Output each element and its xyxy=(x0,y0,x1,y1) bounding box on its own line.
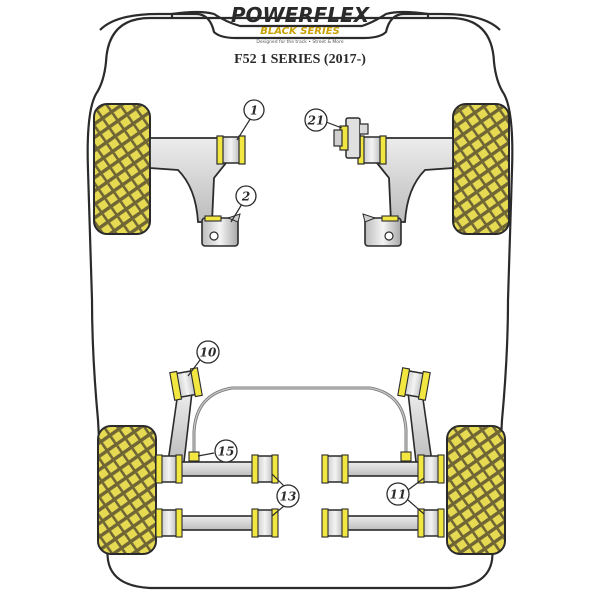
engine-mount xyxy=(333,117,369,159)
callout-11-label: 11 xyxy=(390,488,407,502)
callout-1: 1 xyxy=(236,99,265,141)
rear-right-lower-lateral-arm xyxy=(321,508,445,538)
car-front-notch xyxy=(99,12,501,40)
bush-front-right-rear xyxy=(362,213,402,247)
rear-left-upper-lateral-arm xyxy=(155,454,279,484)
brand-logo: POWERFLEX BLACK SERIES Designed for the … xyxy=(231,3,371,45)
bush-front-left-front xyxy=(216,135,246,165)
callout-11: 11 xyxy=(386,477,425,515)
brand-name: POWERFLEX xyxy=(231,3,371,27)
tyre-rear-right xyxy=(446,425,506,555)
rear-left-lower-lateral-arm xyxy=(155,508,279,538)
callout-13-label: 13 xyxy=(280,490,297,504)
bush-front-right-front xyxy=(357,135,387,165)
callout-1-label: 1 xyxy=(250,104,258,118)
front-right-wishbone xyxy=(357,135,454,247)
arb-link-bush-right xyxy=(400,451,412,462)
callout-15: 15 xyxy=(197,439,238,463)
rear-anti-roll-bar xyxy=(188,386,412,462)
callout-10: 10 xyxy=(187,340,220,377)
callout-2-label: 2 xyxy=(241,190,250,204)
callout-13: 13 xyxy=(271,473,300,517)
callout-15-label: 15 xyxy=(218,445,235,459)
tyre-rear-left xyxy=(97,425,157,555)
callout-10-label: 10 xyxy=(200,346,217,360)
brand-tagline: Designed for the track • Street & More xyxy=(256,39,343,45)
bush-front-left-rear xyxy=(201,213,241,247)
brand-sub: BLACK SERIES xyxy=(260,26,339,37)
rear-right-upper-lateral-arm xyxy=(321,454,445,484)
callout-2: 2 xyxy=(230,185,257,223)
tyre-front-left xyxy=(93,103,151,235)
arb-link-bush-left xyxy=(188,451,200,462)
page-title: F52 1 SERIES (2017-) xyxy=(234,52,366,67)
callout-21: 21 xyxy=(304,108,343,132)
tyre-front-right xyxy=(452,103,510,235)
callout-21-label: 21 xyxy=(307,114,325,128)
rear-right-upper-arm xyxy=(397,367,433,463)
front-left-wishbone xyxy=(149,135,246,247)
